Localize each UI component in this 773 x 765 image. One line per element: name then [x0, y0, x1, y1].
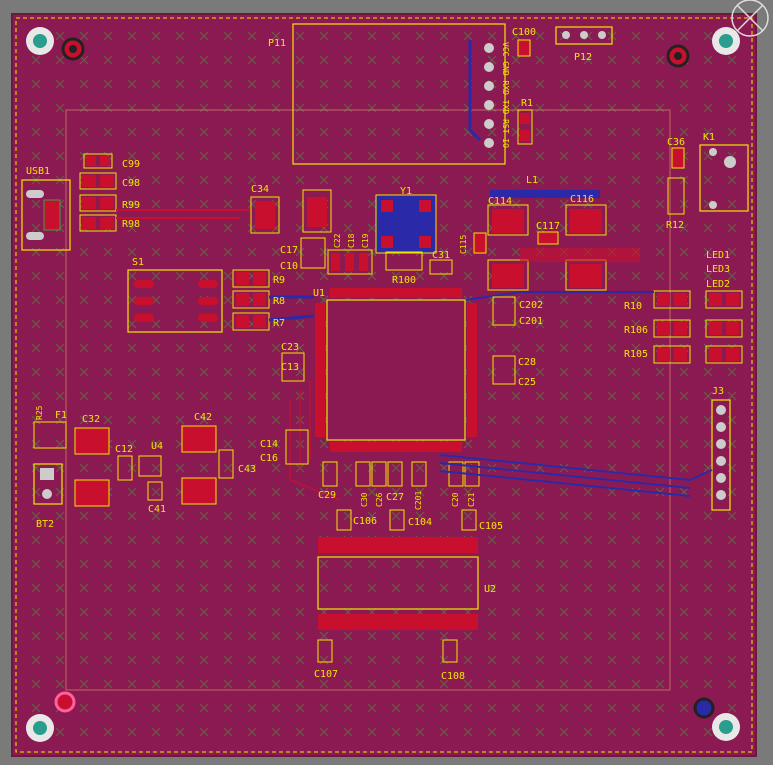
label-c20: C20 — [451, 492, 460, 507]
label-c22: C22 — [333, 233, 342, 248]
label-c32: C32 — [82, 414, 100, 425]
label-led1: LED1 — [706, 250, 730, 261]
label-p12: P12 — [574, 52, 592, 63]
label-c26: C26 — [375, 492, 384, 507]
header-pin-labels: VCC GND RXD TXD RST IO — [501, 42, 510, 148]
label-r105: R105 — [624, 349, 648, 360]
label-c106: C106 — [353, 516, 377, 527]
label-r25: R25 — [35, 405, 44, 420]
label-c29: C29 — [318, 490, 336, 501]
label-r1: R1 — [521, 98, 533, 109]
label-r8: R8 — [273, 296, 285, 307]
label-bt2: BT2 — [36, 519, 54, 530]
label-c201: C201 — [519, 316, 543, 327]
label-c108: C108 — [441, 671, 465, 682]
p12-outline — [555, 26, 613, 45]
label-c16: C16 — [260, 453, 278, 464]
bt2-outline — [33, 463, 63, 505]
j3-header — [711, 399, 731, 511]
p11-header — [484, 43, 494, 148]
label-c107: C107 — [314, 669, 338, 680]
label-c34: C34 — [251, 184, 269, 195]
label-c18: C18 — [347, 233, 356, 248]
p11-trace — [468, 40, 482, 142]
label-c19: C19 — [361, 233, 370, 248]
label-u4: U4 — [151, 441, 163, 452]
label-r7: R7 — [273, 318, 285, 329]
label-c13: C13 — [281, 362, 299, 373]
label-c99: C99 — [122, 159, 140, 170]
keepout-outline — [65, 109, 671, 691]
usb1-outline — [21, 179, 71, 251]
label-c43: C43 — [238, 464, 256, 475]
label-r12: R12 — [666, 220, 684, 231]
label-led3: LED3 — [706, 264, 730, 275]
label-r106: R106 — [624, 325, 648, 336]
label-c41: C41 — [148, 504, 166, 515]
mounting-holes — [26, 0, 769, 742]
label-r10: R10 — [624, 301, 642, 312]
label-c30: C30 — [360, 492, 369, 507]
label-c14: C14 — [260, 439, 278, 450]
label-c117: C117 — [536, 221, 560, 232]
label-k1: K1 — [703, 132, 715, 143]
u1-mcu — [326, 299, 466, 441]
label-usb1: USB1 — [26, 166, 50, 177]
label-c17: C17 — [280, 245, 298, 256]
p11-outline — [292, 23, 506, 165]
label-c104: C104 — [408, 517, 432, 528]
label-c42: C42 — [194, 412, 212, 423]
label-led2: LED2 — [706, 279, 730, 290]
label-c27: C27 — [386, 492, 404, 503]
label-y1: Y1 — [400, 186, 412, 197]
label-c114: C114 — [488, 196, 512, 207]
label-c23: C23 — [281, 342, 299, 353]
label-c12: C12 — [115, 444, 133, 455]
label-p11: P11 — [268, 38, 286, 49]
label-s1: S1 — [132, 257, 144, 268]
label-c105: C105 — [479, 521, 503, 532]
label-j3: J3 — [712, 386, 724, 397]
led-row — [653, 290, 743, 364]
label-u1: U1 — [313, 288, 325, 299]
label-c10: C10 — [280, 261, 298, 272]
label-r98: R98 — [122, 219, 140, 230]
label-r9: R9 — [273, 275, 285, 286]
label-r99: R99 — [122, 200, 140, 211]
u2-chip — [317, 556, 479, 610]
label-c201b: C201 — [414, 491, 423, 510]
label-c115: C115 — [459, 235, 468, 254]
label-c28: C28 — [518, 357, 536, 368]
label-c21: C21 — [467, 492, 476, 507]
label-c31: C31 — [432, 250, 450, 261]
usb-passives — [79, 153, 117, 232]
label-c202: C202 — [519, 300, 543, 311]
label-c116: C116 — [570, 194, 594, 205]
s1-outline — [127, 269, 223, 333]
label-c98: C98 — [122, 178, 140, 189]
label-u2: U2 — [484, 584, 496, 595]
board-edge-dashed — [15, 17, 753, 753]
label-r100: R100 — [392, 275, 416, 286]
label-l1: L1 — [526, 175, 538, 186]
label-c36: C36 — [667, 137, 685, 148]
label-c100: C100 — [512, 27, 536, 38]
label-f1: F1 — [55, 410, 67, 421]
k1-outline — [699, 144, 749, 212]
label-c25: C25 — [518, 377, 536, 388]
